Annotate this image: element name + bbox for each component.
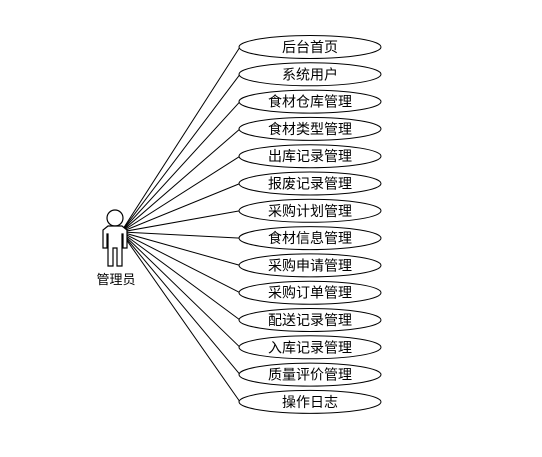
actor-label: 管理员 [96, 273, 135, 288]
use-case-ellipse [238, 116, 382, 141]
use-case-ellipse [238, 362, 382, 387]
use-case-label: 配送记录管理 [268, 313, 352, 329]
use-case-label: 报废记录管理 [268, 177, 352, 193]
use-case-label: 后台首页 [282, 40, 338, 56]
association-line [120, 73, 241, 233]
use-case-ellipse [238, 62, 382, 87]
use-case-ellipse [238, 335, 382, 360]
use-case-label: 食材信息管理 [268, 230, 352, 247]
use-case: 质量评价管理 [238, 362, 382, 387]
use-case-label: 操作日志 [282, 395, 338, 411]
use-case-label: 入库记录管理 [268, 340, 352, 356]
use-case-ellipse [238, 308, 382, 332]
use-case-label: 采购申请管理 [268, 258, 352, 274]
use-case-ellipse [238, 171, 382, 196]
use-case: 采购申请管理 [238, 253, 382, 278]
use-case: 报废记录管理 [238, 171, 382, 196]
use-case-ellipse [238, 280, 382, 305]
use-case-label: 采购订单管理 [268, 286, 352, 302]
association-line [120, 231, 241, 321]
use-case: 采购订单管理 [238, 280, 382, 305]
use-case: 配送记录管理 [238, 308, 382, 332]
association-lines [120, 46, 241, 403]
use-case-ellipse [238, 198, 382, 223]
use-case-label: 食材类型管理 [268, 121, 352, 138]
association-line [120, 231, 241, 403]
use-case-ellipse [238, 389, 382, 414]
use-case-label: 食材仓库管理 [268, 94, 352, 111]
use-case: 操作日志 [238, 389, 382, 414]
use-case: 食材信息管理 [238, 226, 382, 251]
association-line [120, 210, 241, 233]
use-case-ellipse [238, 35, 382, 59]
use-case-list: 后台首页系统用户食材仓库管理食材类型管理出库记录管理报废记录管理采购计划管理食材… [238, 35, 382, 414]
use-case: 系统用户 [238, 62, 382, 87]
use-case-label: 采购计划管理 [268, 204, 352, 220]
association-line [120, 101, 241, 233]
association-line [120, 46, 241, 233]
use-case-label: 出库记录管理 [268, 149, 352, 165]
actor: 管理员 [96, 209, 136, 288]
use-case-label: 系统用户 [282, 66, 338, 83]
use-case-ellipse [238, 89, 382, 114]
association-line [120, 231, 241, 266]
use-case: 后台首页 [238, 35, 382, 59]
association-line [120, 231, 241, 294]
use-case: 食材类型管理 [238, 116, 382, 141]
association-line [120, 128, 241, 233]
association-line [120, 231, 241, 375]
use-case-label: 质量评价管理 [268, 368, 352, 384]
use-case: 食材仓库管理 [238, 89, 382, 114]
use-case: 入库记录管理 [238, 335, 382, 360]
association-line [120, 231, 241, 348]
use-case: 采购计划管理 [238, 198, 382, 223]
person-icon [102, 209, 128, 267]
association-line [120, 183, 241, 233]
use-case-ellipse [238, 253, 382, 278]
use-case-ellipse [238, 144, 382, 169]
use-case-ellipse [238, 226, 382, 251]
use-case: 出库记录管理 [238, 144, 382, 169]
association-line [120, 155, 241, 233]
association-line [120, 231, 241, 239]
